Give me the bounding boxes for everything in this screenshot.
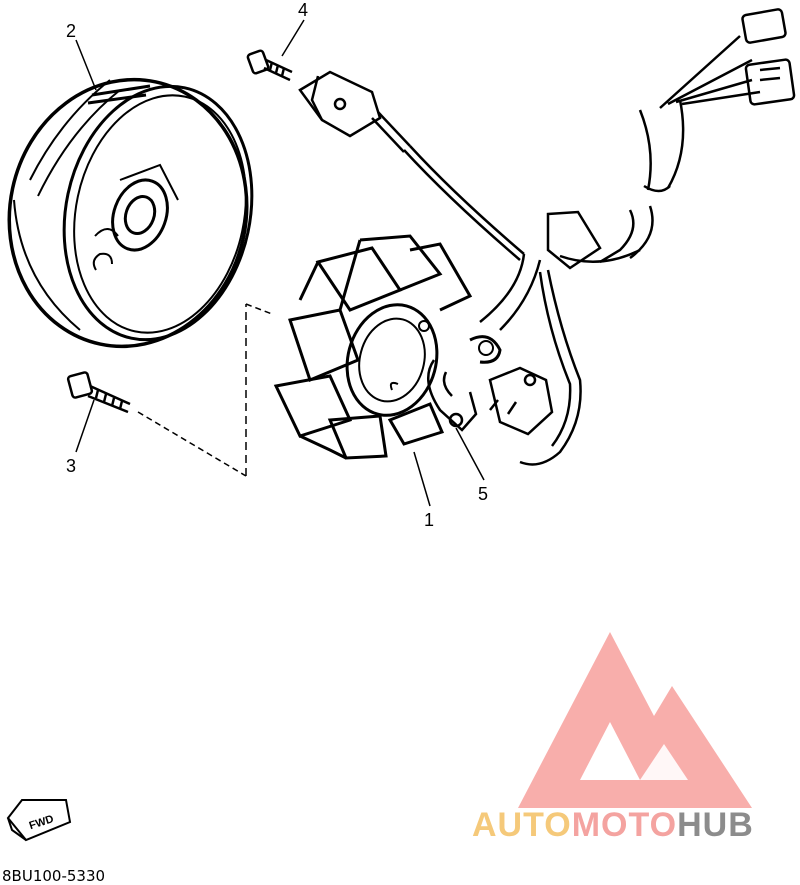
stator-coil <box>273 234 502 460</box>
bolt-small <box>246 49 293 82</box>
pickup-coil-upper <box>298 70 411 153</box>
assembly-leader-lines <box>137 303 273 477</box>
bolt-long <box>66 371 131 414</box>
svg-text:AUTOMOTOHUB: AUTOMOTOHUB <box>472 806 754 844</box>
wordmark-moto: MOTO <box>572 806 677 844</box>
callout-part-3: 3 <box>66 456 76 476</box>
pickup-coil-lower <box>427 359 554 436</box>
flywheel-rotor <box>7 77 254 349</box>
callout-leaders <box>75 19 485 507</box>
watermark-logo <box>518 632 752 808</box>
callout-part-5: 5 <box>478 484 488 504</box>
callout-part-2: 2 <box>66 21 76 41</box>
wiring-harness <box>403 8 796 466</box>
wordmark-auto: AUTO <box>472 806 572 844</box>
watermark-wordmark: AUTOMOTOHUB <box>472 806 754 844</box>
wordmark-hub: HUB <box>677 806 754 844</box>
callout-part-1: 1 <box>424 510 434 530</box>
callout-part-4: 4 <box>298 0 308 20</box>
fwd-arrow-badge: FWD <box>6 799 72 842</box>
diagram-code: 8BU100-5330 <box>2 867 105 885</box>
